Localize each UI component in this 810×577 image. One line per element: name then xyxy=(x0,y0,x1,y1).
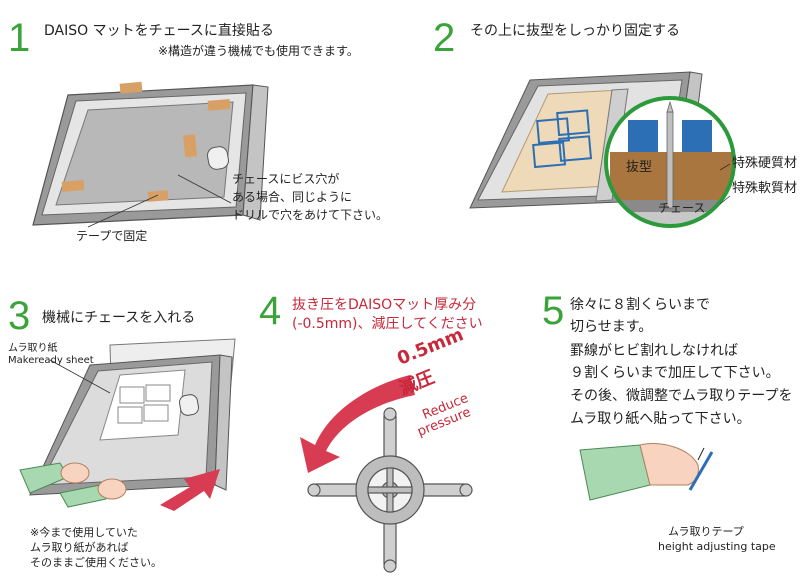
step5-line-6: ムラ取り紙へ貼って下さい。 xyxy=(570,411,751,427)
step2-magnifier xyxy=(604,96,736,228)
step5-line-2: 切らせます。 xyxy=(570,319,653,335)
step2-title: その上に抜型をしっかり固定する xyxy=(470,23,680,39)
step2-die-label: 抜型 xyxy=(626,160,653,175)
step1-screw-note-1: チェースにビス穴が xyxy=(232,172,340,186)
step1-tape-label: テープで固定 xyxy=(76,229,148,243)
step2-hard-material: 特殊硬質材 xyxy=(732,156,798,171)
step3-push-arrow xyxy=(160,469,220,511)
step5-tape-label-en: height adjusting tape xyxy=(658,540,776,553)
step5-line-4: ９割くらいまで加圧して下さい。 xyxy=(570,365,780,381)
step5-hand-tape-illustration xyxy=(579,443,714,501)
step3-note-2: ムラ取り紙があれば xyxy=(30,541,129,554)
step1-screw-note-2: ある場合、同じように xyxy=(232,190,353,204)
reduce-arrow-icon xyxy=(300,375,415,473)
step1-note: ※構造が違う機械でも使用できます。 xyxy=(158,44,359,58)
step5-line-3: 罫線がヒビ割れしなければ xyxy=(570,343,738,359)
step2-number: 2 xyxy=(433,16,456,60)
step5-line-1: 徐々に８割くらいまで xyxy=(570,297,710,313)
step2-chase-label: チェース xyxy=(658,201,706,215)
step1-title: DAISO マットをチェースに直接貼る xyxy=(44,23,274,39)
step1-number: 1 xyxy=(8,16,31,60)
step4-title-2: (-0.5mm)、減圧してください xyxy=(292,316,483,332)
step1-chase-illustration xyxy=(32,81,269,228)
pressure-wheel-icon xyxy=(307,407,473,573)
step5-line-5: その後、微調整でムラ取りテープを xyxy=(570,388,793,404)
step3-note-3: そのままご使用ください。 xyxy=(30,556,162,569)
step4-number: 4 xyxy=(259,289,282,333)
step3-note-1: ※今まで使用していた xyxy=(30,526,138,539)
step4-title-1: 抜き圧をDAISOマット厚み分 xyxy=(292,297,477,313)
step5-tape-label-jp: ムラ取りテープ xyxy=(668,525,744,538)
step2-soft-material: 特殊軟質材 xyxy=(732,181,798,196)
step1-screw-note-3: ドリルで穴をあけて下さい。 xyxy=(232,208,389,222)
step3-number: 3 xyxy=(8,294,31,338)
step3-machine-illustration xyxy=(19,338,236,508)
step3-sheet-label-jp: ムラ取り紙 xyxy=(8,343,58,354)
step3-title: 機械にチェースを入れる xyxy=(42,310,196,326)
step5-number: 5 xyxy=(542,289,565,333)
